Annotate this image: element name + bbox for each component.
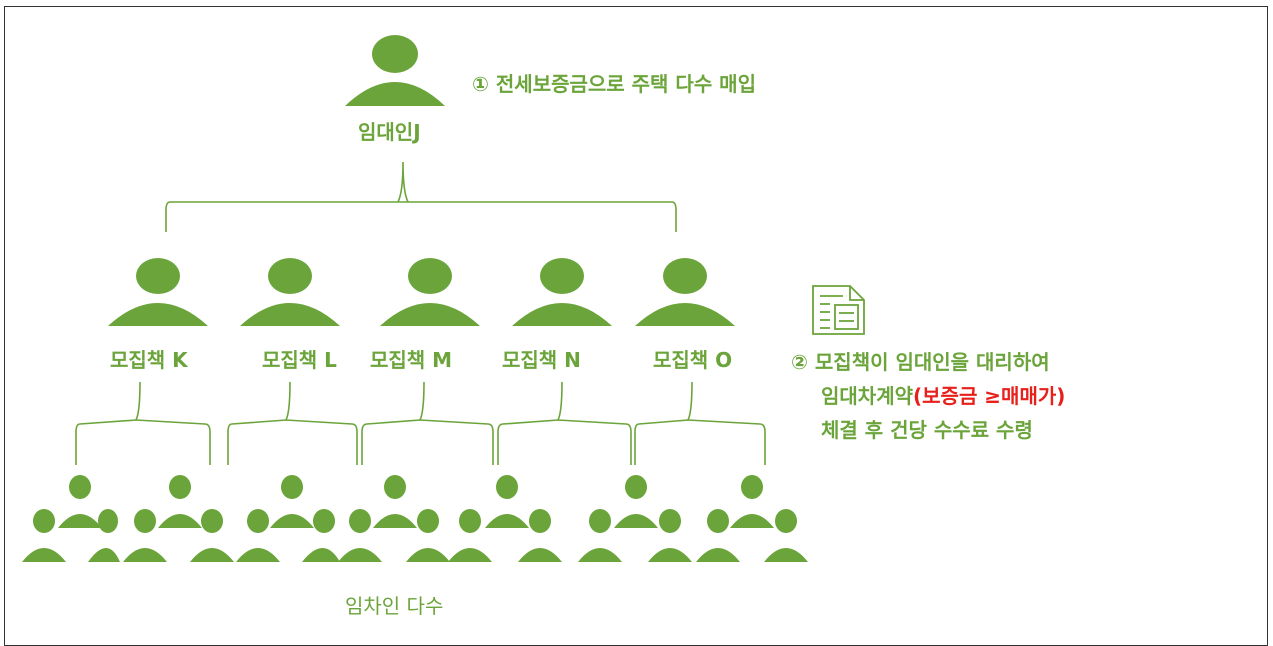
step2-line2: 임대차계약(보증금 ≥매매가) [821,382,1065,410]
recruiter-person-icon-l [240,258,340,326]
landlord-label: 임대인J [358,120,421,144]
tenant-cluster-icon [22,475,120,562]
tenant-cluster-icon [696,475,808,562]
document-icon [812,285,865,335]
recruiter-person-icon-o [635,258,735,326]
step2-line1: ② 모집책이 임대인을 대리하여 [791,350,1050,374]
step2-line3: 체결 후 건당 수수료 수령 [821,418,1033,442]
bracket-connectors [75,161,766,465]
bracket-l [227,381,358,465]
recruiter-label-n: 모집책 N [502,348,581,372]
bracket-m [361,381,494,465]
recruiter-label-o: 모집책 O [653,348,733,372]
recruiter-label-l: 모집책 L [262,348,337,372]
step2-highlight: (보증금 ≥매매가) [913,384,1066,408]
tenant-cluster-icon [448,475,562,562]
landlord-person-icon [345,35,445,106]
step1-description: ① 전세보증금으로 주택 다수 매입 [472,72,756,96]
top-bracket [165,161,677,232]
tenant-cluster-icon [236,475,340,562]
bracket-n [497,381,632,465]
tenant-cluster-icon [578,475,692,562]
recruiter-person-icon-m [380,258,480,326]
tenant-cluster-icon [338,475,450,562]
recruiter-person-icon-k [108,258,208,326]
step2-line2-prefix: 임대차계약 [821,384,913,408]
tenant-cluster-icon [123,475,234,562]
recruiter-person-icon-n [512,258,612,326]
tenants-label: 임차인 다수 [345,594,444,618]
recruiter-label-k: 모집책 K [110,348,188,372]
recruiter-label-m: 모집책 M [370,348,453,372]
bracket-o [634,381,766,465]
tenant-crowd [22,475,808,562]
bracket-k [75,381,211,465]
